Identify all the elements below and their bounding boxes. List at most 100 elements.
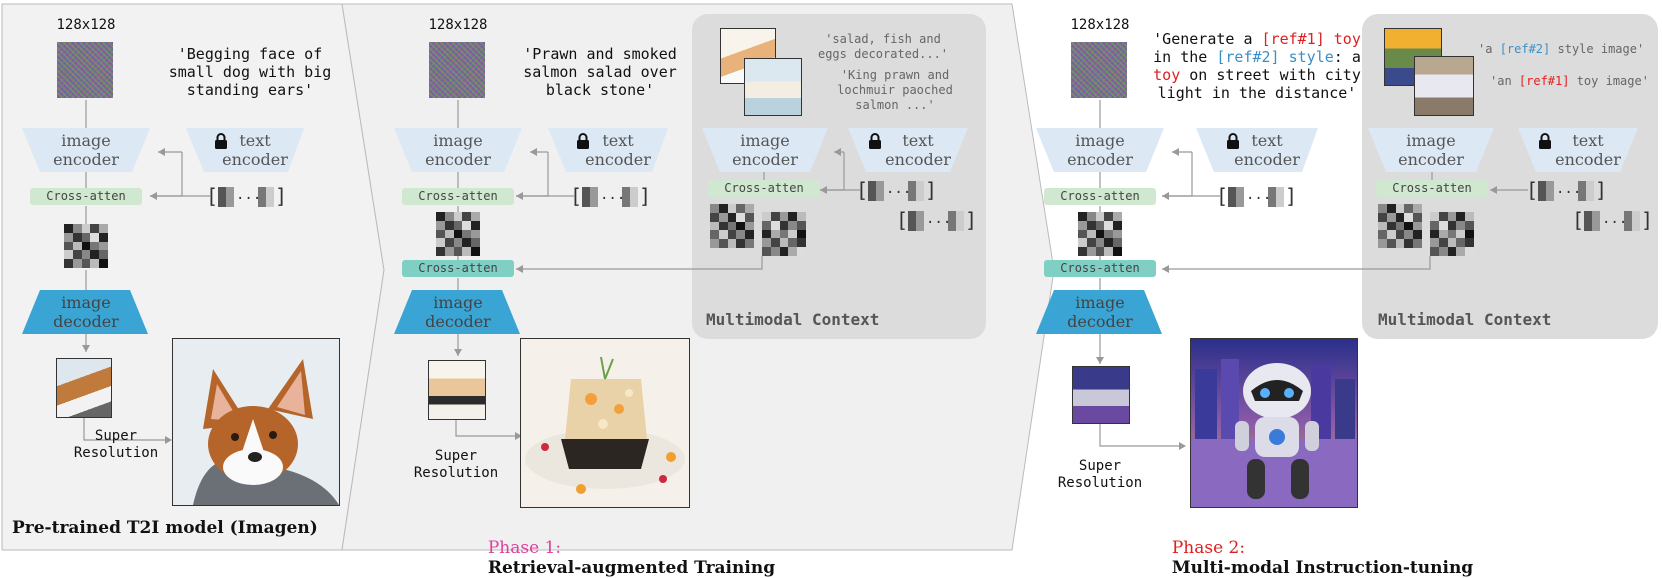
lock-icon: [1538, 133, 1552, 149]
svg-text:···: ···: [1602, 215, 1627, 231]
prompt-ref1: [ref#1] toy: [1261, 30, 1361, 48]
panel2-context-label: Multimodal Context: [706, 310, 880, 329]
panel2-ctx-image-encoder-label: image encoder: [732, 131, 798, 169]
lock-icon: [868, 133, 882, 149]
svg-text:]: ]: [1285, 184, 1294, 208]
panel3-ctx-text-embedding-1: [ ··· ]: [1526, 178, 1604, 204]
panel3-prompt: 'Generate a [ref#1] toy in the [ref#2] s…: [1152, 30, 1362, 102]
panel3-text-encoder-shape: [1196, 128, 1318, 172]
svg-text:]: ]: [1595, 178, 1604, 202]
panel2-prompt: 'Prawn and smoked salmon salad over blac…: [523, 45, 677, 99]
panel1-noise-image: [57, 42, 113, 98]
panel2-super-resolution-label: Super Resolution: [413, 448, 499, 481]
svg-text:]: ]: [925, 178, 934, 202]
ctx-text-part: toy image': [1569, 74, 1649, 88]
svg-text:[: [: [1216, 184, 1228, 208]
prompt-ref2: [ref#2] style: [1216, 48, 1334, 66]
panel3-ctx-cross-atten: Cross-atten: [1376, 180, 1488, 197]
panel1-super-resolution-label: Super Resolution: [73, 428, 159, 461]
panel1-resolution-label: 128x128: [56, 17, 116, 33]
panel1-feature-map: [64, 224, 108, 268]
panel3-ctx-feature-map-2: [1430, 212, 1474, 256]
svg-text:[: [: [1526, 178, 1538, 202]
svg-text:]: ]: [275, 184, 284, 208]
panel2-low-res-output: [428, 360, 486, 420]
panel2-ctx-text-embedding-2: [ ··· ]: [896, 208, 974, 234]
panel3-robot-output-image: [1190, 338, 1358, 508]
svg-text:[: [: [570, 184, 582, 208]
panel2-ctx-text-encoder-label: text encoder: [885, 131, 951, 169]
panel2-text-encoder-label: text encoder: [585, 131, 651, 169]
svg-text:···: ···: [1246, 191, 1271, 207]
ctx-text-part: 'an: [1490, 74, 1519, 88]
panel3-context-label: Multimodal Context: [1378, 310, 1552, 329]
panel2-food-output-image: [520, 338, 690, 508]
panel3-caption-row: Phase 2: Multi-modal Instruction-tuning: [1160, 518, 1473, 578]
prompt-part: 'Generate a: [1153, 30, 1262, 48]
panel2-caption: Retrieval-augmented Training: [487, 558, 776, 578]
panel2-image-encoder-shape: [394, 128, 522, 172]
panel1-image-decoder-shape: [22, 290, 148, 334]
panel2-feature-map: [436, 212, 480, 256]
panel3-ctx-image-encoder-label: image encoder: [1398, 131, 1464, 169]
panel1-image-encoder-label: image encoder: [53, 131, 119, 169]
svg-text:]: ]: [1641, 208, 1650, 232]
panel1-image-decoder-label: image decoder: [53, 293, 119, 331]
panel3-low-res-output: [1072, 366, 1130, 424]
panel2-context-image-2: [744, 58, 802, 116]
svg-text:···: ···: [1556, 185, 1581, 201]
panel2-cross-atten-2: Cross-atten: [402, 260, 514, 277]
panel2-ctx-text-embedding-1: [ ··· ]: [856, 178, 934, 204]
svg-text:···: ···: [926, 215, 951, 231]
panel2-image-encoder-label: image encoder: [425, 131, 491, 169]
panel3-text-encoder-label: text encoder: [1234, 131, 1300, 169]
prompt-part: : a: [1333, 48, 1361, 66]
svg-text:]: ]: [965, 208, 974, 232]
svg-text:[: [: [896, 208, 908, 232]
panel2-ctx-feature-map-2: [762, 212, 806, 256]
ctx-ref2: [ref#2]: [1499, 42, 1551, 56]
ctx-ref1: [ref#1]: [1518, 74, 1570, 88]
panel1-text-embedding: [ ··· ]: [206, 184, 284, 208]
panel2-image-decoder-shape: [394, 290, 520, 334]
panel2-text-embedding: [ ··· ]: [570, 184, 648, 210]
panel1-prompt: 'Begging face of small dog with big stan…: [168, 45, 332, 99]
panel2-text-encoder-shape: [548, 128, 668, 172]
svg-text:···: ···: [886, 185, 911, 201]
panel1-low-res-output: [56, 358, 112, 418]
panel1-text-encoder-shape: [186, 128, 304, 172]
svg-text:[: [: [1572, 208, 1584, 232]
panel2-caption-row: Phase 1: Retrieval-augmented Training: [476, 518, 775, 578]
panel3-context-image-2: [1414, 56, 1474, 116]
panel2-ctx-image-encoder-shape: [702, 128, 828, 172]
svg-text:[: [: [856, 178, 868, 202]
panel3-caption: Multi-modal Instruction-tuning: [1171, 558, 1474, 578]
panel3-image-encoder-shape: [1036, 128, 1164, 172]
panel3-resolution-label: 128x128: [1070, 17, 1130, 33]
panel3-noise-image: [1071, 42, 1127, 98]
panel3-cross-atten-2: Cross-atten: [1044, 260, 1156, 277]
panel2-cross-atten-1: Cross-atten: [402, 188, 514, 205]
panel2-caption-prefix: Phase 1:: [487, 538, 562, 558]
panel3-caption-prefix: Phase 2:: [1171, 538, 1246, 558]
panel3-ctx-text-encoder-label: text encoder: [1555, 131, 1621, 169]
panel3-text-embedding: [ ··· ]: [1216, 184, 1294, 210]
panel3-image-decoder-label: image decoder: [1067, 293, 1133, 331]
panel2-ctx-cross-atten: Cross-atten: [708, 180, 820, 197]
panel2-noise-image: [429, 42, 485, 98]
lock-icon: [214, 133, 228, 149]
svg-text:···: ···: [236, 191, 261, 207]
panel3-image-encoder-label: image encoder: [1067, 131, 1133, 169]
lock-icon: [1226, 133, 1240, 149]
lock-icon: [576, 133, 590, 149]
panel2-context-text-2: 'King prawn and lochmuir paoched salmon …: [837, 68, 953, 112]
ctx-text-part: 'a: [1478, 42, 1500, 56]
svg-text:]: ]: [639, 184, 648, 208]
panel3-image-decoder-shape: [1036, 290, 1162, 334]
panel1-text-encoder-label: text encoder: [222, 131, 288, 169]
panel1-cross-atten: Cross-atten: [30, 188, 142, 205]
panel3-context-text-2: 'an [ref#1] toy image': [1490, 74, 1660, 89]
panel3-super-resolution-label: Super Resolution: [1057, 458, 1143, 491]
prompt-part: on street with city light in the distanc…: [1157, 66, 1361, 102]
panel2-image-decoder-label: image decoder: [425, 293, 491, 331]
